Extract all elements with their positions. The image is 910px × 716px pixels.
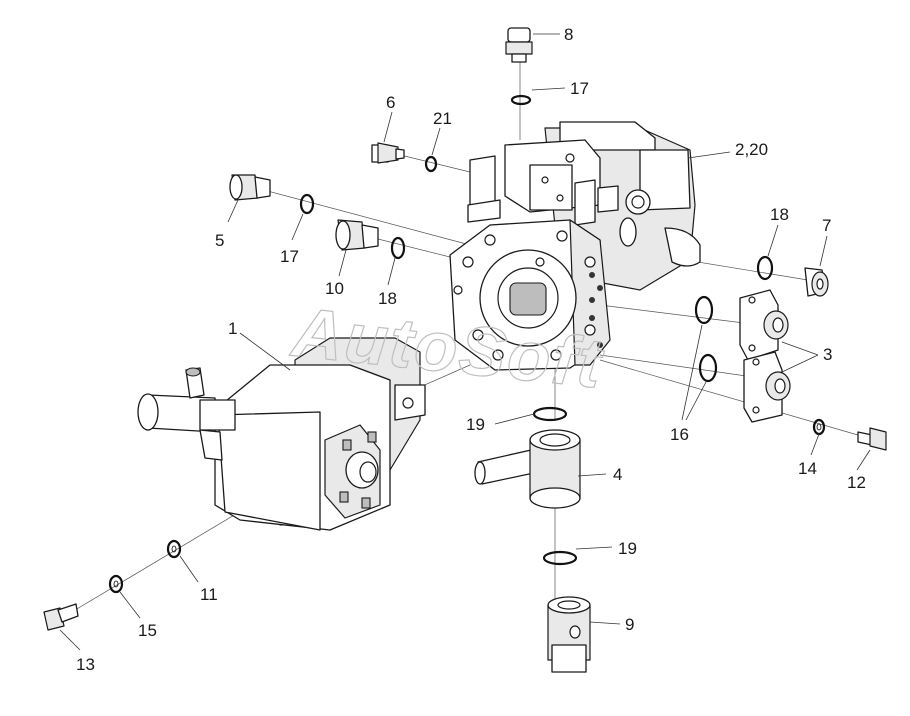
- callout-18-left: 18: [378, 289, 397, 308]
- callout-21: 21: [433, 109, 452, 128]
- bolt-13: [43, 603, 79, 631]
- callouts: 8 17 6 21 2,20 18 7 5 17 10 18 1 3 19 16…: [76, 25, 866, 674]
- callout-4: 4: [613, 465, 622, 484]
- callout-6: 6: [386, 93, 395, 112]
- gear-pump: [137, 337, 426, 531]
- banjo-9: [547, 596, 591, 673]
- callout-5: 5: [215, 231, 224, 250]
- bolt-12: [857, 427, 887, 451]
- callout-17-left: 17: [280, 247, 299, 266]
- callout-19-bottom: 19: [618, 539, 637, 558]
- plug-5: [229, 174, 271, 201]
- fitting-6: [371, 142, 405, 164]
- elbow-4: [474, 429, 581, 509]
- main-pump-body: [449, 121, 701, 371]
- callout-8: 8: [564, 25, 573, 44]
- callout-10: 10: [325, 279, 344, 298]
- callout-18-right: 18: [770, 205, 789, 224]
- callout-9: 9: [625, 615, 634, 634]
- flange-3: [739, 289, 791, 423]
- callout-14: 14: [798, 459, 817, 478]
- callout-3: 3: [823, 345, 832, 364]
- callout-17-top: 17: [570, 79, 589, 98]
- plug-7: [804, 267, 829, 297]
- callout-2-20: 2,20: [735, 140, 768, 159]
- callout-13: 13: [76, 655, 95, 674]
- callout-1: 1: [228, 319, 237, 338]
- callout-7: 7: [822, 216, 831, 235]
- fitting-8: [505, 27, 533, 63]
- plug-10: [335, 219, 379, 251]
- leader-lines: [59, 33, 871, 651]
- callout-16: 16: [670, 425, 689, 444]
- callout-11: 11: [200, 585, 218, 604]
- callout-12: 12: [847, 473, 866, 492]
- callout-19-top: 19: [466, 415, 485, 434]
- callout-15: 15: [138, 621, 157, 640]
